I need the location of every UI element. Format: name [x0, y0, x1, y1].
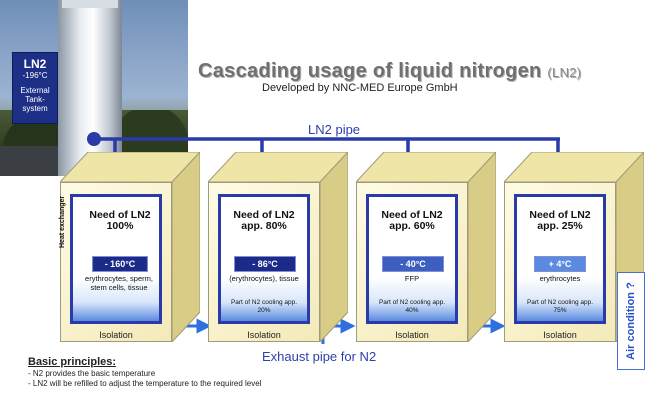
- badge-temp: -196°C: [22, 71, 48, 80]
- tank-cap: [62, 0, 118, 8]
- n2-cooling-share: Part of N2 cooling app. 75%: [526, 299, 594, 314]
- n2-cooling-share: Part of N2 cooling app. 40%: [378, 299, 446, 314]
- title-suffix: (LN2): [547, 65, 582, 80]
- badge-line: Tank-: [25, 95, 45, 104]
- badge-line: system: [22, 104, 48, 113]
- n2-cooling-share: Part of N2 cooling app. 20%: [230, 299, 298, 314]
- box-side: [468, 152, 496, 342]
- box-top: [504, 152, 644, 182]
- ln2-tank-badge: LN2 -196°C External Tank- system: [12, 52, 58, 124]
- ln2-need: Need of LN2 app. 25%: [529, 209, 591, 232]
- air-condition-label: Air condition ?: [625, 282, 637, 360]
- isolation-label: Isolation: [99, 330, 133, 340]
- principles-heading: Basic principles:: [28, 356, 117, 368]
- ln2-tank: [58, 0, 122, 176]
- stored-material: erythrocytes: [539, 274, 581, 283]
- title-text: Cascading usage of liquid nitrogen: [198, 60, 542, 82]
- heat-exchanger-label: Heat exchanger: [59, 195, 66, 248]
- box-top: [208, 152, 348, 182]
- stored-material: erythrocytes, sperm, stem cells, tissue: [85, 274, 153, 292]
- badge-line: External: [20, 86, 50, 95]
- principle-item: - LN2 will be refilled to adjust the tem…: [28, 378, 262, 388]
- isolation-label: Isolation: [395, 330, 429, 340]
- exhaust-pipe-label: Exhaust pipe for N2: [262, 349, 377, 364]
- stored-material: FFP: [404, 274, 420, 283]
- ln2-need: Need of LN2 100%: [89, 209, 151, 232]
- storage-unit-4: Need of LN2 app. 25% + 4°C erythrocytes …: [504, 152, 644, 342]
- isolation-label: Isolation: [247, 330, 281, 340]
- storage-unit-2: Need of LN2 app. 80% - 86°C (erythrocyte…: [208, 152, 348, 342]
- page-title: Cascading usage of liquid nitrogen (LN2): [198, 60, 581, 83]
- storage-unit-3: Need of LN2 app. 60% - 40°C FFP Part of …: [356, 152, 496, 342]
- storage-unit-1: Need of LN2 100% Heat exchanger - 160°C …: [59, 152, 200, 342]
- developer-credit: Developed by NNC-MED Europe GmbH: [262, 82, 458, 94]
- stored-material: (erythrocytes), tissue: [229, 274, 299, 283]
- temperature-badge: - 86°C: [234, 256, 296, 272]
- ln2-need: Need of LN2 app. 60%: [381, 209, 443, 232]
- tank-outlet: [87, 132, 101, 146]
- box-side: [172, 152, 200, 342]
- building: [0, 146, 58, 176]
- box-top: [356, 152, 496, 182]
- box-top: [60, 152, 200, 182]
- temperature-badge: + 4°C: [534, 256, 586, 272]
- ln2-pipe-label: LN2 pipe: [308, 122, 361, 137]
- isolation-label: Isolation: [543, 330, 577, 340]
- air-condition-box: Air condition ?: [617, 272, 645, 370]
- box-side: [320, 152, 348, 342]
- basic-principles: Basic principles: - N2 provides the basi…: [28, 355, 261, 388]
- principle-item: - N2 provides the basic temperature: [28, 369, 156, 378]
- badge-title: LN2: [23, 57, 47, 71]
- temperature-badge: - 40°C: [382, 256, 444, 272]
- ln2-need: Need of LN2 app. 80%: [233, 209, 295, 232]
- temperature-badge: - 160°C: [92, 256, 148, 272]
